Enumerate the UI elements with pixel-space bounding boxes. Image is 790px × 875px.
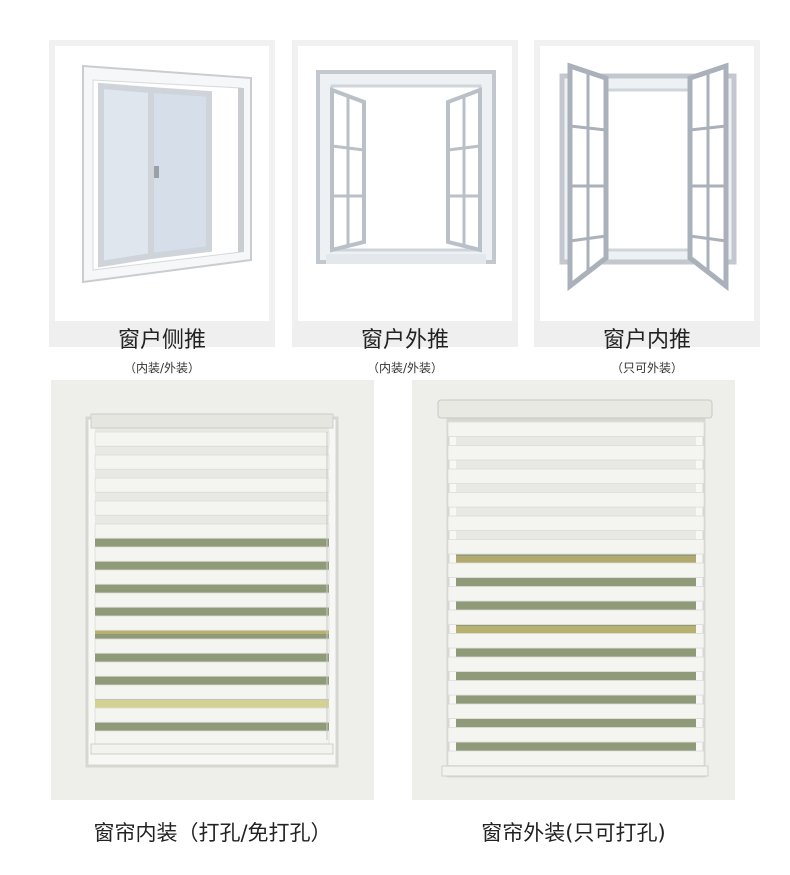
window-card-outward: 窗户外推 （内装/外装） (292, 40, 518, 375)
window-type-subtitle: （只可外装） (610, 361, 683, 375)
outward-casement-window-icon (316, 70, 496, 264)
inward-casement-window-icon (559, 62, 737, 292)
outward-window-image (298, 46, 512, 321)
inward-window-image (540, 46, 754, 321)
sliding-window-icon (82, 64, 252, 284)
outside-mount-caption: 窗帘外装(只可打孔) (481, 821, 666, 845)
inside-mount-caption: 窗帘内装（打孔/免打孔） (93, 821, 332, 845)
window-type-title: 窗户外推 (360, 328, 449, 353)
window-type-title: 窗户侧推 (117, 328, 206, 353)
window-card-inward: 窗户内推 （只可外装） (534, 40, 760, 375)
inside-mount-blind-icon (51, 380, 374, 800)
inside-mount-blind-image (51, 380, 374, 800)
outside-mount-blind-image (412, 380, 735, 800)
window-type-title: 窗户内推 (602, 328, 691, 353)
outside-mount-blind-icon (412, 380, 735, 800)
window-type-subtitle: （内装/外装） (366, 361, 444, 375)
sliding-window-image (55, 46, 269, 321)
window-type-subtitle: （内装/外装） (123, 361, 201, 375)
window-card-side-slide: 窗户侧推 （内装/外装） (49, 40, 275, 375)
